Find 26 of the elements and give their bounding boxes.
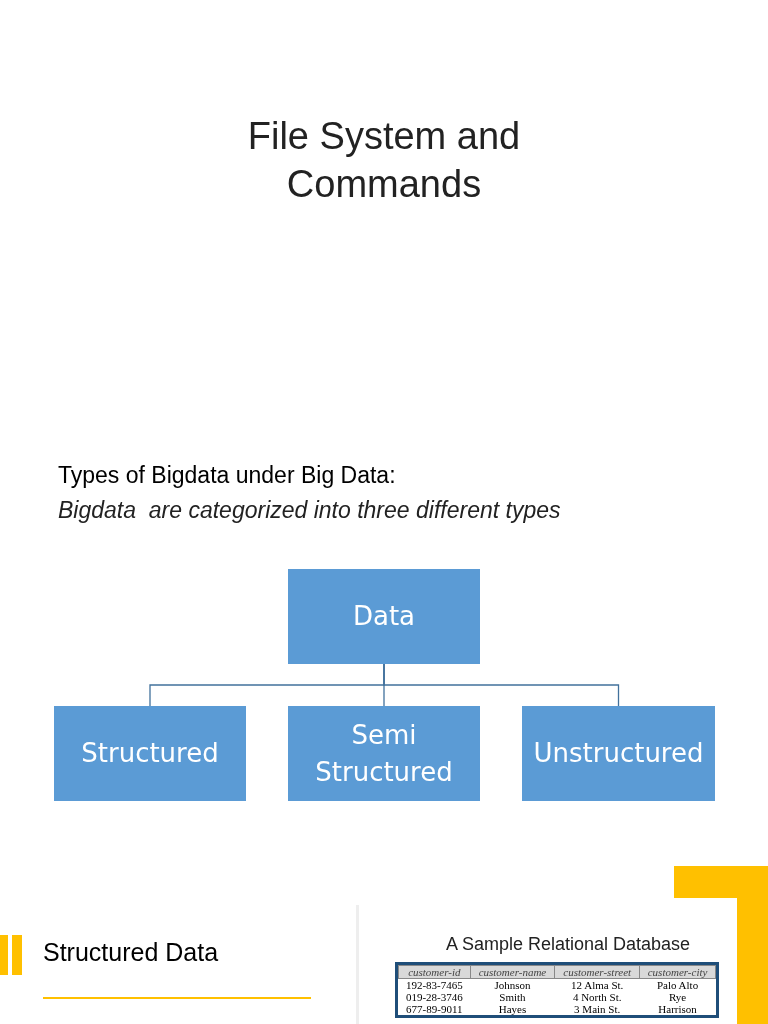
category-box: Structured (54, 706, 246, 801)
category-box: Data (288, 569, 480, 664)
column-header: customer-street (554, 965, 640, 979)
column-header: customer-name (470, 965, 555, 979)
subtitle-text: Bigdata are categorized into three different types (58, 497, 561, 524)
table-cell: Johnson (470, 978, 555, 991)
slide-title: File System and Commands (246, 114, 522, 207)
column-header: customer-id (398, 965, 471, 979)
table-cell-text: 4 North St. (571, 991, 623, 1003)
category-box: Semi Structured (288, 706, 480, 801)
table-cell-text: Smith (498, 991, 527, 1003)
table-cell-text: Hayes (497, 1003, 528, 1015)
section-heading: Types of Bigdata under Big Data: (58, 462, 396, 489)
table-cell-text: 019-28-3746 (404, 991, 464, 1003)
table-cell-text: 677-89-9011 (405, 1003, 464, 1015)
table-caption: A Sample Relational Database (444, 934, 692, 955)
table-cell: Palo Alto (639, 978, 716, 991)
table-cell-text: Rye (667, 991, 688, 1003)
table-cell-text: Harrison (657, 1003, 698, 1015)
connector-line (383, 663, 620, 707)
table-cell: 12 Alma St. (554, 978, 640, 991)
table-cell-text: 3 Main St. (573, 1003, 622, 1015)
category-box: Unstructured (522, 706, 715, 801)
section-heading: Structured Data (43, 938, 219, 967)
table-cell: 192-83-7465 (398, 978, 471, 991)
column-header: customer-city (639, 965, 716, 979)
